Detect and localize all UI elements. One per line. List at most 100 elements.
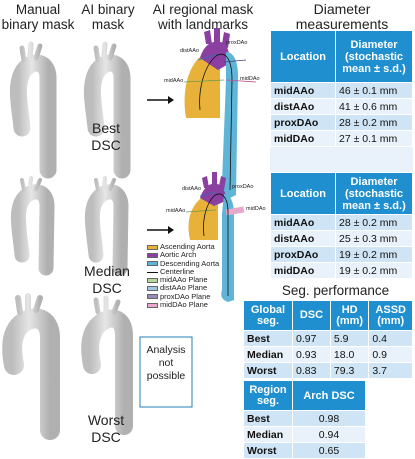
global-hd-0: 5.9 xyxy=(329,330,370,347)
median-val-3: 19 ± 0.2 mm xyxy=(335,262,413,279)
best-val-1: 41 ± 0.6 mm xyxy=(335,98,413,115)
legend-item: Aortic Arch xyxy=(147,250,219,260)
landmark-distAAo-best: distAAo xyxy=(180,48,199,54)
best-val-0: 46 ± 0.1 mm xyxy=(335,82,413,99)
legend-swatch xyxy=(147,286,158,292)
median-val-1: 25 ± 0.3 mm xyxy=(335,230,413,247)
global-header-1: DSC xyxy=(292,300,331,331)
ai-binary-mask-best xyxy=(83,41,131,179)
median-val-0: 28 ± 0.2 mm xyxy=(335,214,413,231)
best-loc-3: midDAo xyxy=(270,130,336,147)
best-loc-0: midAAo xyxy=(270,82,336,99)
legend-item: midAAo Plane xyxy=(147,275,219,285)
manual-mask-median xyxy=(10,176,55,276)
region-header-0: Region seg. xyxy=(243,380,293,411)
header-manual-mask: Manual binary mask xyxy=(1,2,75,32)
region-header-1: Arch DSC xyxy=(292,380,366,411)
col-header-diameter: Diameter (stochastic mean ± s.d.) xyxy=(335,30,413,83)
legend-label: proxDAo Plane xyxy=(160,291,211,301)
col-header-location: Location xyxy=(270,30,336,83)
header-diameter: Diameter measurements xyxy=(295,1,389,32)
legend-swatch xyxy=(147,244,158,250)
global-header-2: HD (mm) xyxy=(329,300,370,331)
manual-mask-best xyxy=(9,41,57,179)
legend-swatch xyxy=(147,294,158,300)
legend-swatch xyxy=(147,252,158,258)
legend-swatch xyxy=(147,277,158,283)
legend-label: midAAo Plane xyxy=(160,275,208,285)
median-loc-1: distAAo xyxy=(270,230,336,247)
region-dsc-0: 0.98 xyxy=(292,410,366,427)
landmark-midDAo-best: midDAo xyxy=(240,76,260,82)
median-val-2: 19 ± 0.2 mm xyxy=(335,246,413,263)
ai-binary-mask-worst xyxy=(81,295,133,435)
region-dsc-1: 0.94 xyxy=(292,426,366,443)
region-dsc-2: 0.65 xyxy=(292,442,366,459)
col-header-location: Location xyxy=(270,172,336,215)
row-label-best: Best DSC xyxy=(91,120,121,153)
global-assd-0: 0.4 xyxy=(368,330,413,347)
header-ai-regional-mask: AI regional mask with landmarks xyxy=(152,2,254,32)
row-label-median: Median DSC xyxy=(84,263,130,296)
arrowhead-median xyxy=(168,226,174,234)
global-label-0: Best xyxy=(243,330,293,347)
analysis-note-box xyxy=(139,336,193,408)
global-dsc-0: 0.97 xyxy=(292,330,331,347)
row-label-worst: Worst DSC xyxy=(87,412,125,445)
analysis-note-text: Analysis not possible xyxy=(146,344,186,382)
legend-label: distAAo Plane xyxy=(160,283,208,293)
global-hd-1: 18.0 xyxy=(329,346,370,363)
best-loc-1: distAAo xyxy=(270,98,336,115)
best-loc-2: proxDAo xyxy=(270,114,336,131)
median-diameter-table: Location Diameter (stochastic mean ± s.d… xyxy=(270,172,413,279)
landmark-midDAo-median: midDAo xyxy=(246,206,266,212)
region-label-0: Best xyxy=(243,410,293,427)
legend-item: proxDAo Plane xyxy=(147,291,219,301)
landmark-midAAo-median: midAAo xyxy=(166,208,186,214)
global-label-2: Worst xyxy=(243,362,293,379)
best-val-2: 28 ± 0.2 mm xyxy=(335,114,413,131)
median-loc-3: midDAo xyxy=(270,262,336,279)
landmark-proxDAo-best: proxDAo xyxy=(226,40,248,46)
region-label-2: Worst xyxy=(243,442,293,459)
legend-label: Descending Aorta xyxy=(160,258,220,268)
global-hd-2: 79.3 xyxy=(329,362,370,379)
col-header-diameter: Diameter (stochastic mean ± s.d.) xyxy=(335,172,413,215)
median-loc-0: midAAo xyxy=(270,214,336,231)
regional-mask-median xyxy=(185,172,245,302)
legend-item: Centerline xyxy=(147,266,219,276)
seg-performance-title: Seg. performance xyxy=(281,283,390,298)
global-dsc-1: 0.93 xyxy=(292,346,331,363)
legend-label: Centerline xyxy=(160,266,195,276)
landmark-distAAo-median: distAAo xyxy=(182,186,201,192)
legend-item: midDAo Plane xyxy=(147,300,219,309)
header-ai-binary-mask: AI binary mask xyxy=(81,2,135,32)
global-assd-2: 3.7 xyxy=(368,362,413,379)
landmark-midAAo-best: midAAo xyxy=(164,78,184,84)
legend-swatch xyxy=(147,302,158,308)
legend-item: Descending Aorta xyxy=(147,258,220,268)
global-header-0: Global seg. xyxy=(243,300,293,331)
legend-label: Aortic Arch xyxy=(160,250,197,260)
global-dsc-2: 0.83 xyxy=(292,362,331,379)
median-loc-2: proxDAo xyxy=(270,246,336,263)
best-diameter-table: Location Diameter (stochastic mean ± s.d… xyxy=(270,30,413,147)
legend-swatch xyxy=(147,271,158,273)
legend-label: Ascending Aorta xyxy=(160,242,215,251)
global-assd-1: 0.9 xyxy=(368,346,413,363)
legend-item: distAAo Plane xyxy=(147,284,219,292)
region-label-1: Median xyxy=(243,426,293,443)
landmark-proxDAo-median: proxDAo xyxy=(232,184,254,190)
regional-mask-best xyxy=(183,28,257,198)
legend-item: Ascending Aorta xyxy=(147,242,219,251)
ai-binary-mask-median xyxy=(84,176,129,276)
global-label-1: Median xyxy=(243,346,293,363)
best-val-3: 27 ± 0.1 mm xyxy=(335,130,413,147)
global-header-3: ASSD (mm) xyxy=(368,300,413,331)
manual-mask-worst xyxy=(2,293,60,440)
legend-swatch xyxy=(147,261,158,267)
arrowhead-best xyxy=(168,96,174,104)
